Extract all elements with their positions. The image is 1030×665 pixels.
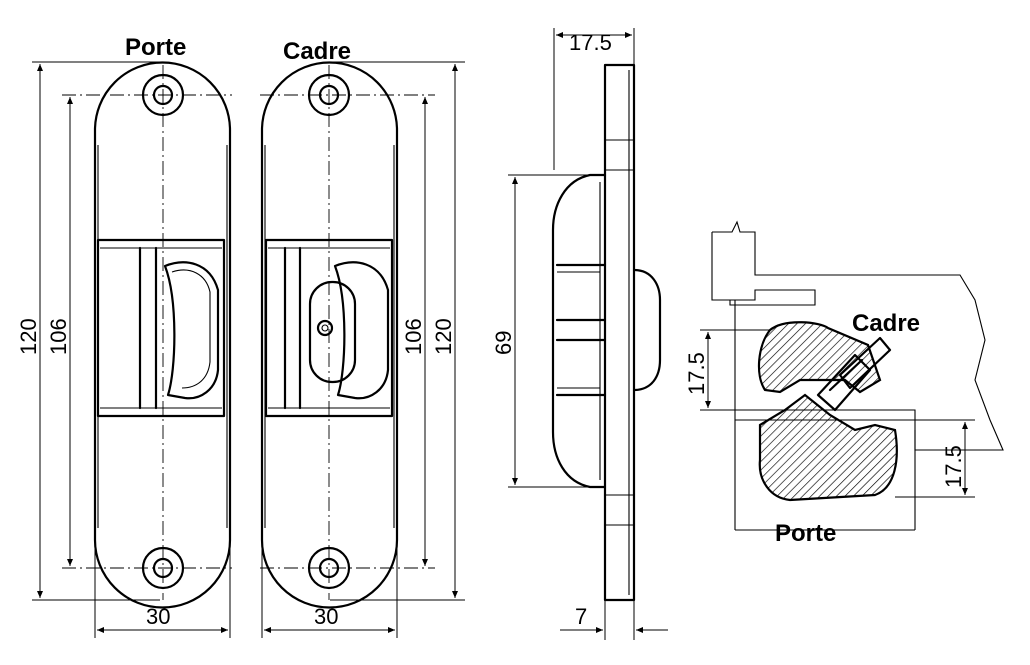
dim-106-left: 106 (46, 318, 71, 355)
label-cadre: Cadre (283, 38, 351, 65)
dim-106-right: 106 (401, 318, 426, 355)
dim-120-left: 120 (16, 318, 41, 355)
dim-69: 69 (491, 331, 516, 355)
section-view: 17.5 17.5 Cadre Porte (684, 220, 1004, 547)
section-label-cadre: Cadre (852, 310, 920, 337)
dim-7: 7 (575, 604, 587, 629)
side-view: 17.5 69 7 (491, 28, 668, 640)
dim-30-porte: 30 (146, 604, 170, 629)
dim-17-5-section-bottom: 17.5 (941, 445, 966, 488)
front-view-dimensions: 120 106 106 120 30 30 (16, 61, 465, 638)
dim-120-right: 120 (431, 318, 456, 355)
section-label-porte: Porte (775, 520, 836, 547)
dim-30-cadre: 30 (314, 604, 338, 629)
front-view-cadre: Cadre (260, 38, 435, 609)
label-porte: Porte (125, 34, 186, 61)
dim-17-5-side: 17.5 (569, 30, 612, 55)
front-view-porte: Porte (62, 34, 232, 609)
dim-17-5-section-top: 17.5 (684, 352, 709, 395)
